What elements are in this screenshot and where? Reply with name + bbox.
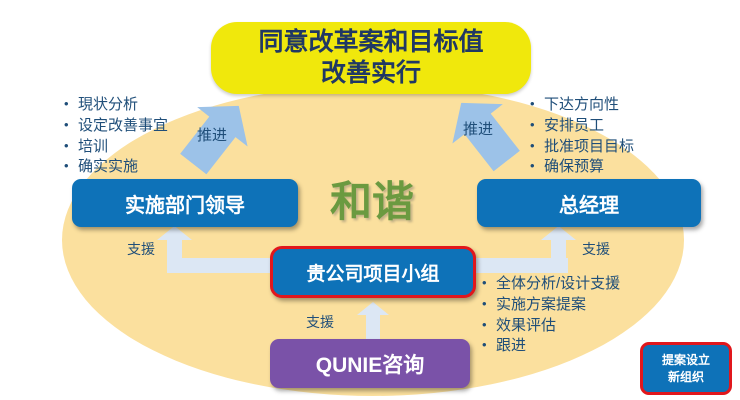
left-bullet-list: 現状分析 设定改善事宜 培训 确实实施 bbox=[62, 97, 168, 180]
harmony-label: 和谐 bbox=[329, 178, 414, 225]
list-item: 下达方向性 bbox=[528, 97, 634, 113]
list-item: 确实实施 bbox=[62, 159, 168, 175]
goal-banner-line1: 同意改革案和目标值 bbox=[258, 27, 484, 56]
corner-box-line1: 提案设立 bbox=[661, 353, 710, 368]
list-item: 培训 bbox=[62, 138, 168, 155]
list-item: 实施方案提案 bbox=[480, 296, 620, 313]
support-left-label: 支援 bbox=[127, 241, 155, 257]
box-implementation-dept-leader: 实施部门领导 bbox=[72, 179, 298, 227]
box-general-manager: 总经理 bbox=[477, 179, 701, 227]
list-item: 设定改善事宜 bbox=[62, 117, 168, 134]
box-company-project-team: 贵公司项目小组 bbox=[270, 246, 476, 298]
push-arrow-left-label: 推进 bbox=[197, 127, 228, 144]
list-item: 跟进 bbox=[480, 338, 620, 354]
right-top-bullet-list: 下达方向性 安排员工 批准项目目标 确保预算 bbox=[528, 97, 634, 180]
right-bottom-bullet-list: 全体分析/设计支援 实施方案提案 效果评估 跟进 bbox=[480, 276, 620, 359]
list-item: 确保预算 bbox=[528, 159, 634, 175]
push-arrow-right-label: 推进 bbox=[463, 121, 494, 138]
box-qunie-consulting: QUNIE咨询 bbox=[270, 339, 470, 388]
list-item: 現状分析 bbox=[62, 97, 168, 113]
box-propose-new-organization: 提案设立 新组织 bbox=[640, 342, 732, 395]
support-connector-right-horizontal bbox=[468, 258, 568, 273]
list-item: 安排员工 bbox=[528, 117, 634, 134]
corner-box-line2: 新组织 bbox=[667, 369, 704, 384]
support-connector-left-vertical bbox=[167, 239, 182, 273]
list-item: 效果评估 bbox=[480, 317, 620, 334]
goal-banner: 同意改革案和目标值 改善实行 bbox=[211, 22, 531, 94]
support-right-label: 支援 bbox=[582, 241, 610, 257]
support-connector-left-horizontal bbox=[174, 258, 274, 273]
support-bottom-label: 支援 bbox=[306, 314, 334, 330]
list-item: 全体分析/设计支援 bbox=[480, 276, 620, 292]
support-connector-right-vertical bbox=[551, 239, 566, 273]
list-item: 批准项目目标 bbox=[528, 138, 634, 155]
goal-banner-line2: 改善实行 bbox=[320, 59, 421, 87]
support-connector-bottom-vertical bbox=[366, 314, 380, 340]
